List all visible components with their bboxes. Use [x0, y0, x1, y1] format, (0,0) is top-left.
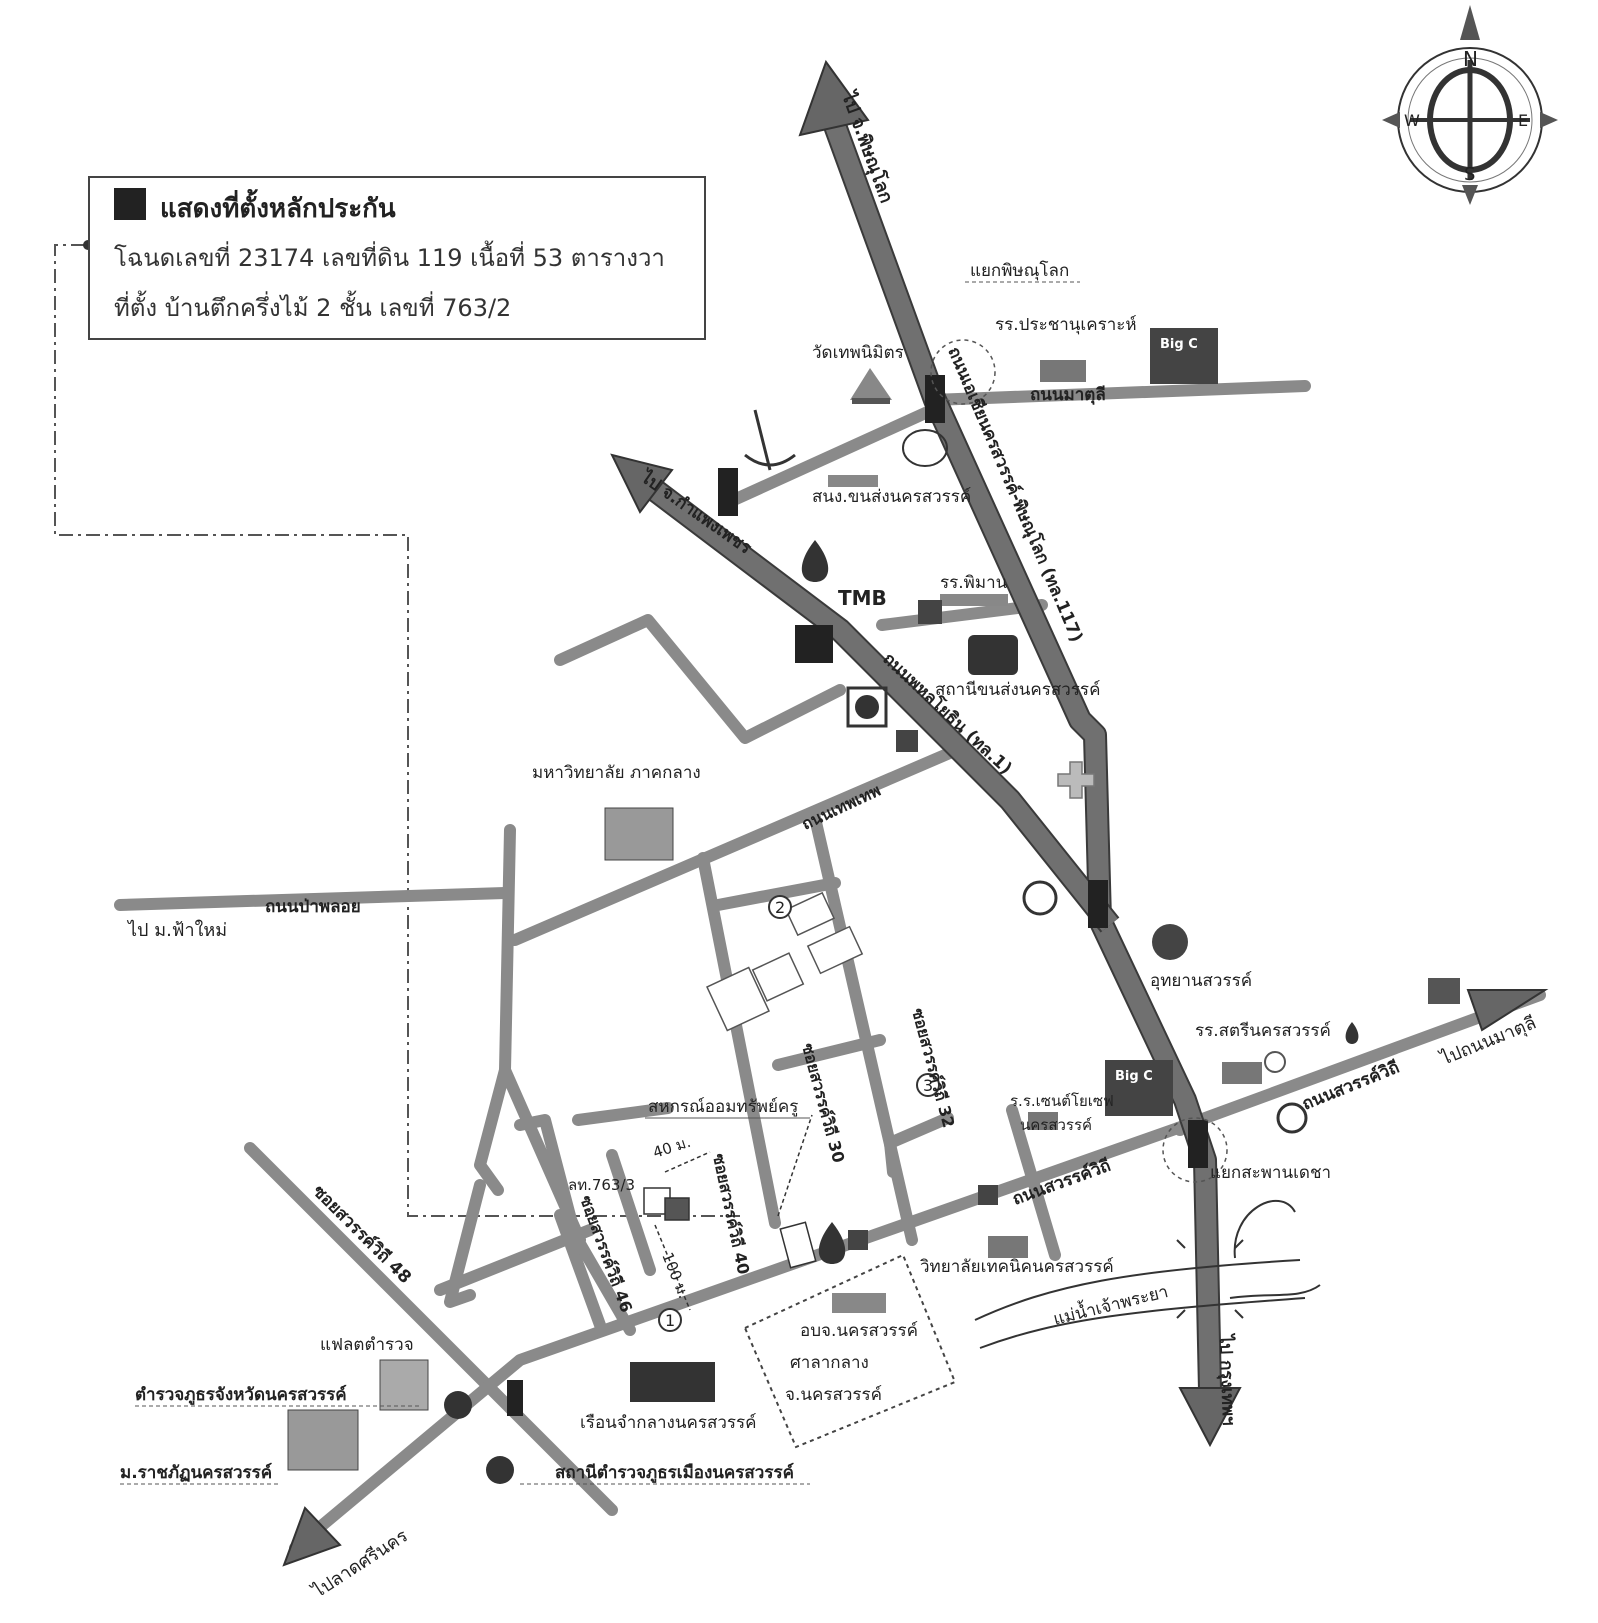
label-prison: เรือนจำกลางนครสวรรค์	[580, 1413, 757, 1433]
police-flat-icon	[379, 1359, 429, 1411]
label-piman: รร.พิมาน	[940, 573, 1008, 593]
bus-icon	[968, 635, 1018, 675]
label-provincial-police: ตำรวจภูธรจังหวัดนครสวรรค์	[135, 1384, 347, 1406]
label-soi32: ซอยสวรรค์วิถี 32	[908, 1006, 958, 1130]
label-matuli: ถนนมาตุลี	[1030, 384, 1106, 405]
compass-w: W	[1404, 111, 1420, 130]
label-dist-40: 40 ม.	[651, 1133, 693, 1162]
label-st-joseph-1: ร.ร.เซนต์โยเซฟ	[1010, 1092, 1114, 1110]
label-to-bangkok: ไป กรุงเทพฯ	[1215, 1332, 1239, 1425]
label-tmb: TMB	[838, 586, 887, 610]
label-tech-college: วิทยาลัยเทคนิคนครสวรรค์	[920, 1257, 1114, 1277]
label-dist-100: 100 ม.	[658, 1250, 693, 1301]
label-soi40: ซอยสวรรค์วิถี 40	[709, 1152, 753, 1276]
label-university: มหาวิทยาลัย ภาคกลาง	[532, 763, 701, 783]
label-house-763-3: ลท.763/3	[568, 1176, 635, 1194]
label-big-c-north: Big C	[1160, 337, 1198, 352]
junction-circle-phitsanulok	[930, 339, 996, 405]
mazda-icon	[902, 429, 948, 467]
label-rajabhat: ม.ราชภัฏนครสวรรค์	[120, 1462, 272, 1483]
compass-rose	[1382, 5, 1558, 205]
school-icon	[988, 360, 1262, 1258]
university-building-icon	[287, 807, 674, 1471]
bridge-icon	[1176, 1239, 1244, 1319]
police-icon	[444, 1391, 514, 1484]
court-area-outline	[743, 1253, 957, 1449]
label-prachanukroh: รร.ประชานุเคราะห์	[995, 315, 1137, 335]
mcdonalds-icon	[795, 625, 833, 663]
bank-icon	[846, 686, 888, 728]
monument-icon	[744, 409, 796, 471]
legend-deed-line: โฉนดเลขที่ 23174 เลขที่ดิน 119 เนื้อที่ …	[114, 244, 665, 272]
hatched-parcels	[706, 891, 864, 1032]
label-to-fa-mai: ไป ม.ฟ้าใหม่	[126, 919, 227, 941]
office-building-icon	[828, 475, 1008, 1313]
traffic-lights	[507, 375, 1208, 1416]
label-court-2: จ.นครสวรรค์	[785, 1385, 882, 1405]
label-uthayan: อุทยานสวรรค์	[1150, 971, 1252, 991]
prison-icon	[630, 1362, 715, 1402]
arrow-heads	[282, 59, 1549, 1567]
label-pa-phalo: ถนนป่าพลอย	[265, 897, 361, 917]
label-big-c-south: Big C	[1115, 1069, 1153, 1084]
big-c-icon	[1105, 328, 1218, 1116]
marker-2: 2	[775, 898, 785, 917]
label-saphan-decha: แยกสะพานเดชา	[1210, 1163, 1331, 1183]
label-to-kamphaeng: ไป จ.กำแพงเพชร	[635, 466, 756, 559]
compass-e: E	[1518, 111, 1528, 130]
label-coop: สหกรณ์ออมทรัพย์ครู	[648, 1097, 798, 1117]
marker-1: 1	[665, 1311, 675, 1330]
river	[974, 1200, 1321, 1349]
kasikorn-icon	[1022, 880, 1308, 1134]
compass-n: N	[1463, 47, 1478, 71]
legend-box: แสดงที่ตั้งหลักประกัน โฉนดเลขที่ 23174 เ…	[88, 176, 706, 340]
label-wat-thep: วัดเทพนิมิตร	[812, 343, 904, 363]
ptt-icon	[801, 540, 1359, 1264]
label-soi48: ซอยสวรรค์วิถี 48	[308, 1181, 415, 1288]
minor-roads	[114, 380, 1311, 1516]
label-city-police: สถานีตำรวจภูธรเมืองนครสวรรค์	[555, 1462, 794, 1484]
compass-s: S	[1464, 164, 1475, 185]
label-bus-station: สถานีขนส่งนครสวรรค์	[935, 680, 1100, 700]
seven-eleven-icon	[848, 600, 998, 1250]
legend-location-line: ที่ตั้ง บ้านตึกครึ่งไม้ 2 ชั้น เลขที่ 76…	[114, 294, 512, 322]
distance-arrows	[654, 1114, 813, 1311]
label-st-joseph-2: นครสวรรค์	[1020, 1116, 1092, 1134]
site-marker	[643, 1187, 817, 1269]
label-obj: อบจ.นครสวรรค์	[800, 1321, 918, 1341]
label-police-flat: แฟลตตำรวจ	[320, 1335, 414, 1355]
marker-3: 3	[923, 1076, 933, 1095]
legend-title: แสดงที่ตั้งหลักประกัน	[160, 194, 396, 224]
label-phitsanulok-junction: แยกพิษณุโลก	[970, 260, 1069, 281]
label-court-1: ศาลากลาง	[790, 1353, 869, 1373]
legend-marker-square	[114, 188, 146, 220]
bangkok-bank-icon	[1428, 978, 1460, 1004]
junction-circle-saphan-decha	[1162, 1117, 1228, 1183]
park-icon	[1152, 924, 1188, 960]
temple-icon	[850, 368, 892, 404]
label-transport-office: สนง.ขนส่งนครสวรรค์	[812, 487, 971, 507]
marker-circles	[658, 895, 940, 1332]
hospital-icon	[1057, 761, 1095, 799]
seal-icon	[1264, 1051, 1286, 1073]
boundary-line	[54, 244, 740, 1217]
label-satri: รร.สตรีนครสวรรค์	[1195, 1021, 1331, 1041]
